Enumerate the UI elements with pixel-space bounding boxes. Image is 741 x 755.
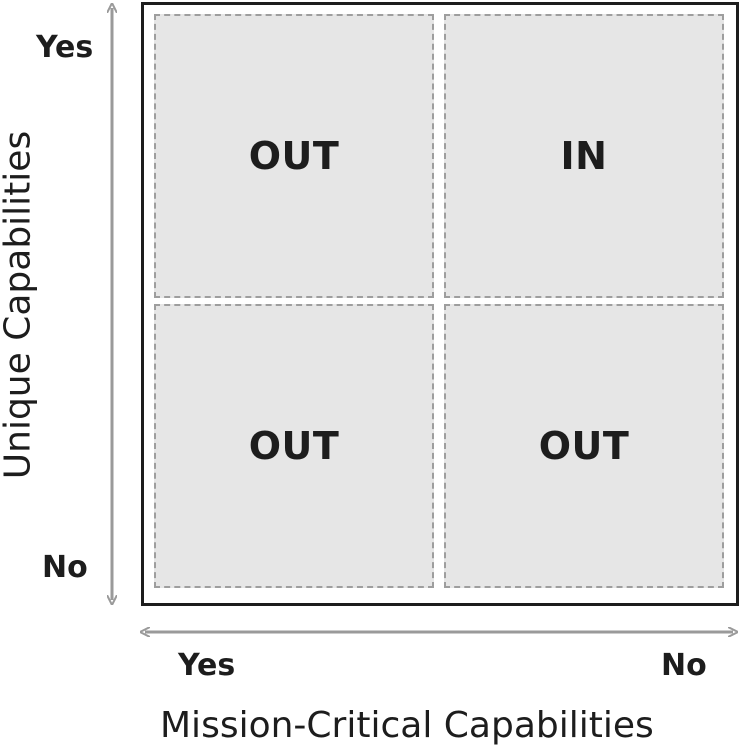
x-axis-left-label: Yes	[178, 648, 236, 683]
quadrant-bottom-right: OUT	[444, 304, 724, 588]
quadrant-top-left: OUT	[154, 14, 434, 298]
x-axis-right-label: No	[661, 648, 707, 683]
x-axis-title: Mission-Critical Capabilities	[160, 705, 654, 746]
y-axis-title: Unique Capabilities	[0, 130, 39, 480]
y-axis-top-label: Yes	[36, 30, 94, 65]
quadrant-label: OUT	[538, 424, 630, 468]
quadrant-bottom-left: OUT	[154, 304, 434, 588]
quadrant-top-right: IN	[444, 14, 724, 298]
quadrant-label: OUT	[248, 134, 340, 178]
quadrant-label: OUT	[248, 424, 340, 468]
y-axis-bottom-label: No	[42, 550, 88, 585]
quadrant-label: IN	[560, 134, 608, 178]
quadrant-frame: OUT IN OUT OUT	[141, 2, 739, 606]
